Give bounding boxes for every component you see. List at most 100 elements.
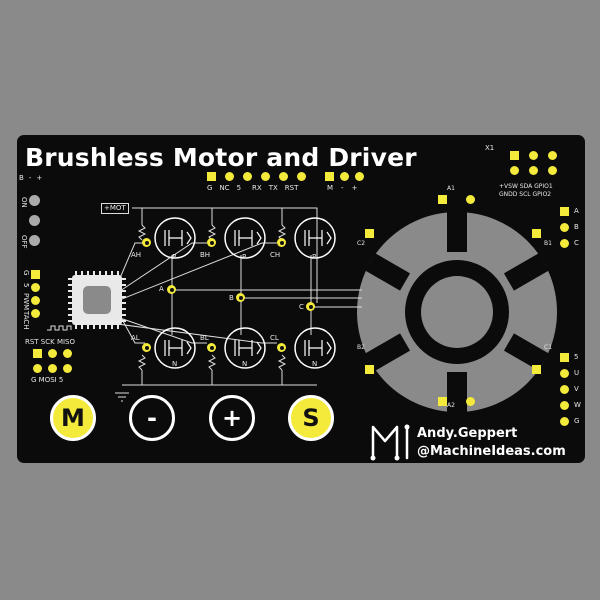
prog-pad-6 xyxy=(63,364,72,373)
m-hdr-m: M xyxy=(327,184,334,192)
bl-label: BL xyxy=(200,334,209,342)
bh-pad xyxy=(207,238,216,247)
al-pad xyxy=(142,343,151,352)
ch-pad xyxy=(277,238,286,247)
coil-b2-pad xyxy=(365,365,374,374)
coil-a2-pad-2 xyxy=(466,397,475,406)
cl-pad xyxy=(277,343,286,352)
prog-labels-top: RST SCK MISO xyxy=(25,338,76,346)
al-label: AL xyxy=(131,334,140,342)
phase-c-pad xyxy=(306,302,315,311)
fet-type-p-2: P xyxy=(242,253,247,261)
left-hdr-pwm: PWM xyxy=(22,293,30,311)
fet-type-n-1: N xyxy=(172,360,178,368)
hdr-nc: NC xyxy=(219,184,230,192)
motor-header-pads xyxy=(325,172,364,181)
select-button-label: S xyxy=(302,404,320,432)
prog-pad-5 xyxy=(48,364,57,373)
i2c-pad-5 xyxy=(529,166,538,175)
minus-button[interactable]: - xyxy=(129,395,175,441)
left-hdr-5: 5 xyxy=(22,283,30,288)
i2c-pad-6 xyxy=(548,166,557,175)
right-bottom-label-g: G xyxy=(574,417,580,425)
author-name: Andy.Geppert xyxy=(417,426,518,441)
m-pad-1 xyxy=(325,172,334,181)
phase-a-label: A xyxy=(159,285,164,293)
hdr-rx: RX xyxy=(252,184,262,192)
i2c-pad-2 xyxy=(529,151,538,160)
coil-b1-pad xyxy=(532,229,541,238)
mode-button[interactable]: M xyxy=(50,395,96,441)
right-top-pad-3 xyxy=(560,239,569,248)
right-top-label-c: C xyxy=(574,239,579,247)
serial-header-labels: G NC 5 RX TX RST xyxy=(207,185,298,192)
serial-pad-4 xyxy=(261,172,270,181)
phase-c-label: C xyxy=(299,303,304,311)
right-bottom-pad-1 xyxy=(560,353,569,362)
m-hdr-minus: - xyxy=(341,184,344,192)
coil-a2-label: A2 xyxy=(447,402,455,409)
right-bottom-label-5: 5 xyxy=(574,353,579,361)
right-bottom-pad-4 xyxy=(560,401,569,410)
cl-label: CL xyxy=(270,334,279,342)
serial-header-pads xyxy=(207,172,306,181)
ah-label: AH xyxy=(131,251,142,259)
i2c-labels-row1: +VSW SDA GPIO1 xyxy=(499,183,553,190)
hdr-tx: TX xyxy=(268,184,278,192)
right-bottom-pad-3 xyxy=(560,385,569,394)
author-handle: @MachineIdeas.com xyxy=(417,444,566,459)
prog-header-pads xyxy=(33,349,72,373)
battery-header-labels: B - + xyxy=(19,175,42,182)
coil-a1-pad-2 xyxy=(466,195,475,204)
plus-button[interactable]: + xyxy=(209,395,255,441)
i2c-pad-1 xyxy=(510,151,519,160)
i2c-labels-row2: GNDD SCL GPIO2 xyxy=(499,191,552,198)
prog-pad-3 xyxy=(63,349,72,358)
hdr-rst: RST xyxy=(284,184,299,192)
m-pad-2 xyxy=(340,172,349,181)
bl-pad xyxy=(207,343,216,352)
b-hdr-plus: + xyxy=(36,174,43,182)
m-pad-3 xyxy=(355,172,364,181)
switch-pad-2 xyxy=(29,215,40,226)
prog-labels-bottom: G MOSI 5 xyxy=(31,376,64,384)
serial-pad-3 xyxy=(243,172,252,181)
prog-pad-2 xyxy=(48,349,57,358)
switch-on-label: ON xyxy=(20,197,28,208)
left-pad-4 xyxy=(31,309,40,318)
right-bottom-label-v: V xyxy=(574,385,579,393)
right-top-pad-2 xyxy=(560,223,569,232)
ah-pad xyxy=(142,238,151,247)
coil-b2-label: B2 xyxy=(357,344,365,351)
m-hdr-plus: + xyxy=(351,184,358,192)
i2c-header-pads xyxy=(510,151,557,175)
right-top-pad-1 xyxy=(560,207,569,216)
switch-off-label: OFF xyxy=(20,235,28,249)
ch-label: CH xyxy=(270,251,281,259)
left-pad-1 xyxy=(31,270,40,279)
mode-button-label: M xyxy=(61,404,85,432)
right-bottom-label-u: U xyxy=(574,369,580,377)
serial-pad-5 xyxy=(279,172,288,181)
coil-c1-label: C1 xyxy=(544,344,553,351)
right-bottom-pad-2 xyxy=(560,369,569,378)
switch-pad-3 xyxy=(29,235,40,246)
coil-a1-pad-1 xyxy=(438,195,447,204)
i2c-pad-4 xyxy=(510,166,519,175)
serial-pad-1 xyxy=(207,172,216,181)
serial-pad-2 xyxy=(225,172,234,181)
serial-pad-6 xyxy=(297,172,306,181)
coil-c2-pad xyxy=(365,229,374,238)
fet-type-p-1: P xyxy=(172,253,177,261)
right-top-label-a: A xyxy=(574,207,579,215)
coil-c1-pad xyxy=(532,365,541,374)
switch-pad-1 xyxy=(29,195,40,206)
coil-b1-label: B1 xyxy=(544,240,552,247)
minus-button-label: - xyxy=(147,404,157,432)
schematic-drawing xyxy=(47,207,557,412)
phase-b-label: B xyxy=(229,294,234,302)
hdr-5: 5 xyxy=(236,184,242,192)
select-button[interactable]: S xyxy=(288,395,334,441)
b-hdr-b: B xyxy=(19,174,24,182)
fet-type-p-3: P xyxy=(312,253,317,261)
